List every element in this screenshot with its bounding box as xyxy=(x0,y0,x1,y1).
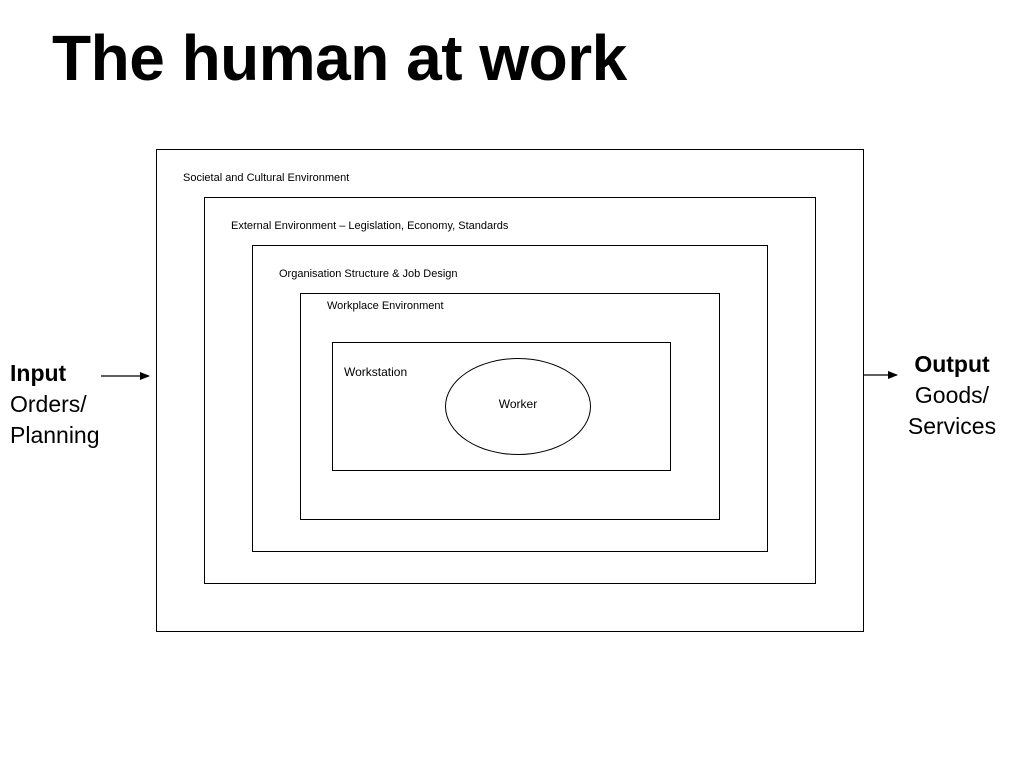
page-title: The human at work xyxy=(52,22,627,94)
workplace-environment-label: Workplace Environment xyxy=(327,300,444,312)
output-line-1: Goods/ xyxy=(914,382,990,408)
input-line-2: Planning xyxy=(10,422,100,448)
societal-environment-label: Societal and Cultural Environment xyxy=(183,172,350,184)
input-heading: Input xyxy=(10,360,67,386)
external-environment-label: External Environment – Legislation, Econ… xyxy=(231,220,509,232)
output-heading: Output xyxy=(914,351,990,377)
input-block: Input Orders/ Planning xyxy=(10,358,100,451)
input-line-1: Orders/ xyxy=(10,391,87,417)
organisation-structure-label: Organisation Structure & Job Design xyxy=(279,268,458,280)
output-block: Output Goods/ Services xyxy=(892,349,1012,442)
output-line-2: Services xyxy=(907,413,997,439)
workstation-label: Workstation xyxy=(344,365,408,379)
worker-label: Worker xyxy=(498,397,538,411)
worker-ellipse: Worker xyxy=(445,358,591,455)
